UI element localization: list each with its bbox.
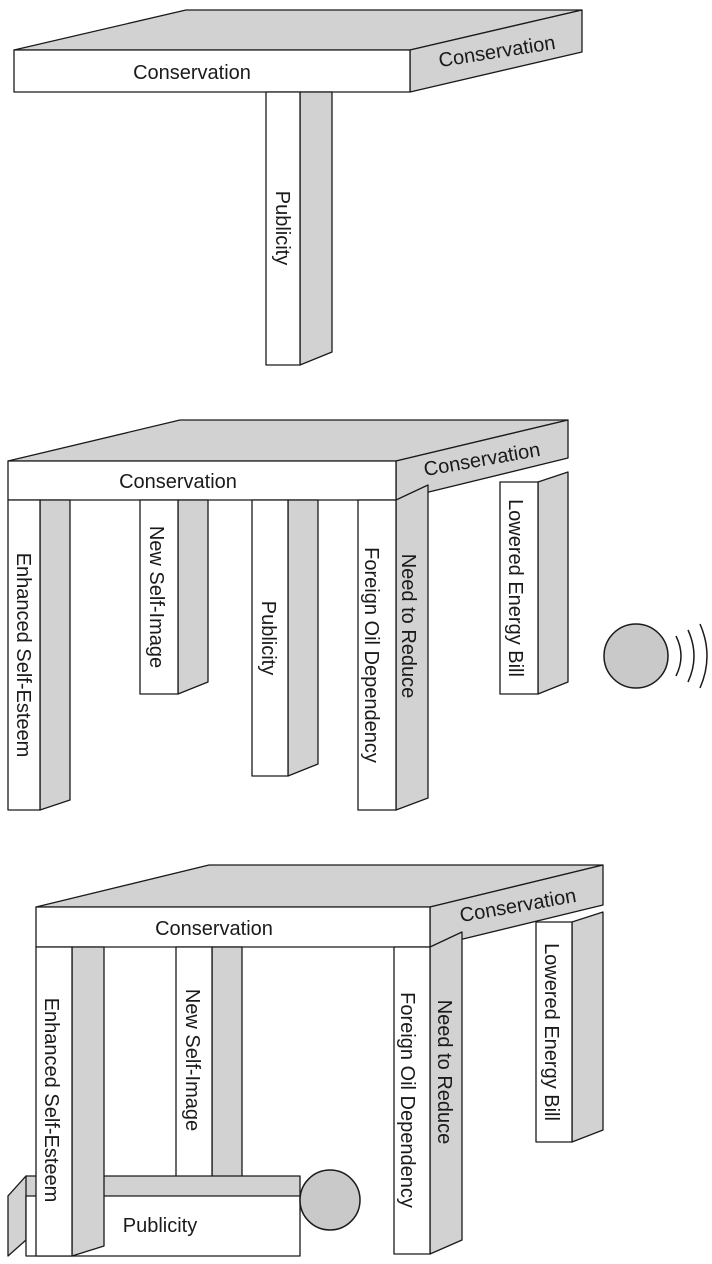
leg-front [499, 481, 539, 695]
leg-side [571, 911, 604, 1143]
leg-side [299, 91, 333, 366]
leg-side [177, 499, 209, 695]
leg-front [357, 499, 397, 811]
leg-side [71, 946, 105, 1257]
fallen-beam-label: Publicity [123, 1215, 197, 1237]
motion-wave-icon [687, 629, 695, 683]
leg-label-enhanced-self-esteem: Enhanced Self-Esteem [40, 998, 62, 1203]
tabletop-front-label: Conservation [133, 62, 251, 84]
ball-icon [299, 1169, 361, 1231]
tabletop-front [13, 49, 411, 93]
leg-label-new-self-image: New Self-Image [145, 526, 167, 668]
leg-front [7, 499, 41, 811]
table-fallen-leg: Conservation Conservation New Self-Image… [7, 864, 604, 1257]
ball-icon [603, 623, 669, 689]
leg-label-publicity: Publicity [257, 601, 279, 675]
leg-label-lowered-energy-bill: Lowered Energy Bill [540, 943, 562, 1121]
leg-label-foreign-oil-dependency: Foreign Oil Dependency [396, 992, 418, 1208]
leg-label-foreign-oil-dependency: Foreign Oil Dependency [360, 547, 382, 763]
leg-label-enhanced-self-esteem: Enhanced Self-Esteem [12, 553, 34, 758]
leg-front [265, 91, 301, 366]
leg-side [211, 946, 243, 1191]
leg-front [535, 921, 573, 1143]
table-five-legs: Conservation Conservation Enhanced Self-… [7, 419, 708, 811]
leg-front [35, 946, 73, 1257]
leg-label-lowered-energy-bill: Lowered Energy Bill [504, 499, 526, 677]
motion-wave-icon [699, 623, 708, 689]
leg-side [537, 471, 569, 695]
leg-front [251, 499, 289, 777]
leg-front [139, 499, 179, 695]
motion-wave-icon [675, 635, 682, 677]
leg-label-publicity: Publicity [271, 191, 293, 265]
leg-label-need-to-reduce: Need to Reduce [433, 1000, 455, 1145]
leg-side [287, 499, 319, 777]
table-one-leg: Conservation Conservation Publicity [13, 9, 583, 366]
fallen-beam-end [7, 1175, 27, 1257]
leg-front [393, 946, 431, 1255]
leg-label-new-self-image: New Self-Image [181, 989, 203, 1131]
leg-side [39, 499, 71, 811]
tabletop-front-label: Conservation [119, 471, 237, 493]
tabletop-front-label: Conservation [155, 918, 273, 940]
leg-label-need-to-reduce: Need to Reduce [397, 554, 419, 699]
